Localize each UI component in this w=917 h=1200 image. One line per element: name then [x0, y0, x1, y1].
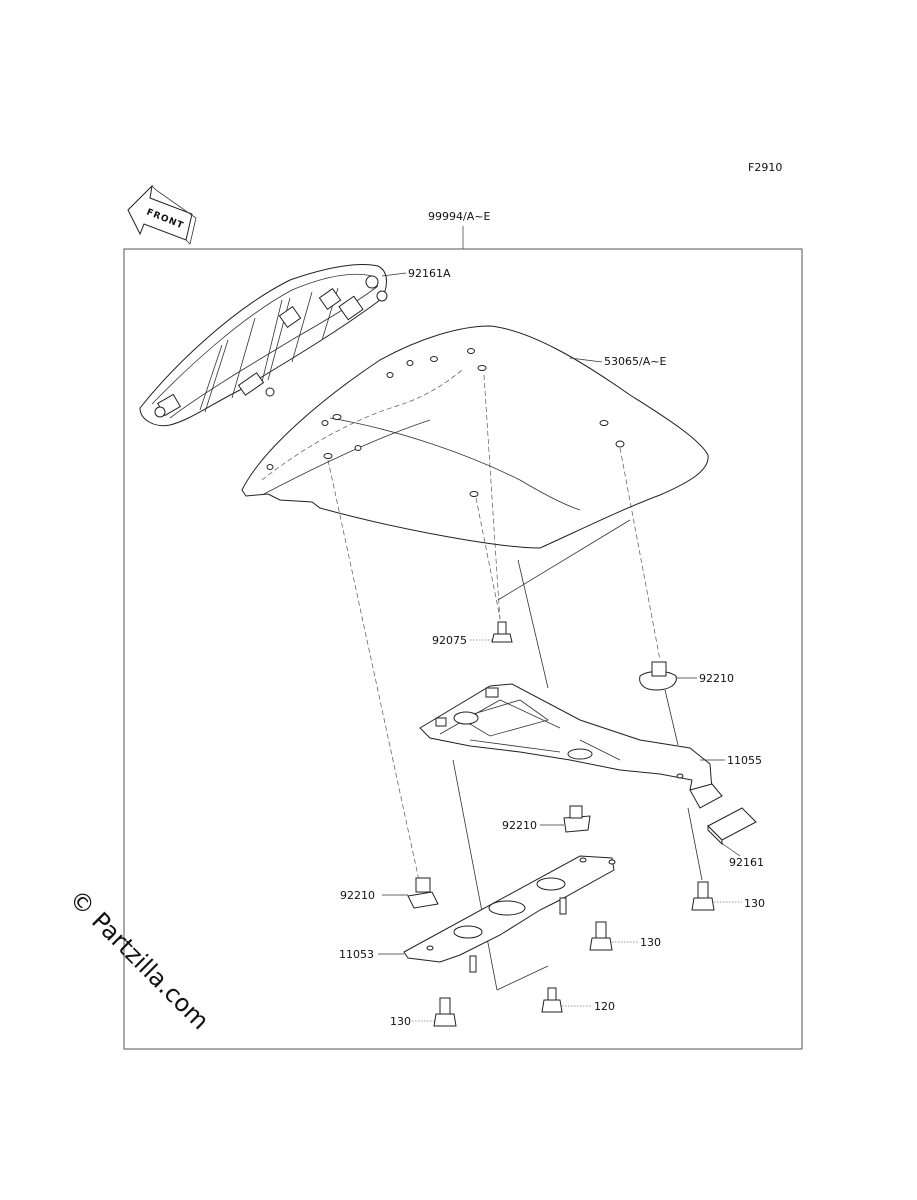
- callout-nut-center: 92210: [502, 819, 537, 832]
- figure-code: F2910: [748, 161, 782, 174]
- front-arrow-icon: FRONT: [127, 184, 197, 245]
- screw-120: [541, 987, 563, 1013]
- alignment-line-center: [483, 374, 501, 621]
- damper: [707, 807, 757, 846]
- bracket-upper: [419, 683, 723, 809]
- callout-seat-cover-top: 92161A: [408, 267, 451, 280]
- alignment-line-center-b: [475, 497, 501, 619]
- guide-line-b: [664, 689, 679, 746]
- bolt-92075: [491, 621, 513, 643]
- bracket-lower: [403, 855, 616, 973]
- callout-screw: 120: [594, 1000, 615, 1013]
- callout-bolt-right: 130: [744, 897, 765, 910]
- callout-bolt-a: 92075: [432, 634, 467, 647]
- guide-line-e: [687, 807, 703, 881]
- callout-seat-cover: 53065/A~E: [604, 355, 666, 368]
- bolt-center: [589, 921, 613, 951]
- bolt-link-line: [497, 519, 631, 601]
- assembly-frame: [123, 248, 803, 1050]
- callout-nut-right: 92210: [699, 672, 734, 685]
- callout-bracket-upper: 11055: [727, 754, 762, 767]
- seat-cover-leader: [569, 357, 603, 363]
- nut-center: [563, 805, 591, 833]
- seat-cover: [241, 325, 709, 549]
- seat-cover-top-leader: [381, 272, 407, 277]
- callout-bracket-lower: 11053: [339, 948, 374, 961]
- guide-line-c: [452, 759, 498, 991]
- guide-line-d: [496, 965, 549, 991]
- nut-right: [639, 661, 677, 691]
- alignment-line-left: [327, 459, 421, 886]
- damper-leader: [719, 841, 741, 857]
- callout-assembly: 99994/A~E: [428, 210, 490, 223]
- watermark: © Partzilla.com: [64, 884, 215, 1035]
- guide-line-a: [517, 559, 549, 689]
- callout-damper: 92161: [729, 856, 764, 869]
- bolt-right: [691, 881, 715, 911]
- alignment-line-right: [619, 447, 661, 661]
- nut-left: [407, 877, 439, 909]
- callout-bolt-left: 130: [390, 1015, 411, 1028]
- bolt-left: [433, 997, 457, 1027]
- seat-cover-underside: [139, 264, 388, 427]
- callout-nut-left: 92210: [340, 889, 375, 902]
- callout-bolt-center: 130: [640, 936, 661, 949]
